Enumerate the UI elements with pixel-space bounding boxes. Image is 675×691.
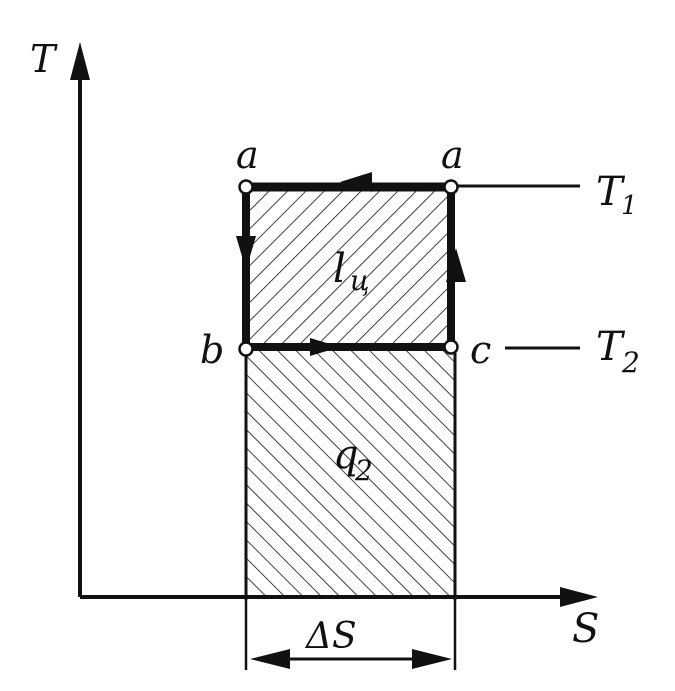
heat-subscript: 2 [354,454,373,487]
arrow-bottom-right [310,338,340,356]
t-axis [70,42,90,597]
t2-label: T [596,324,626,370]
heat-label: q [333,432,359,478]
point-a-right-label: a [441,133,464,177]
s-axis [80,587,598,607]
delta-s-arrow-right [412,649,452,669]
delta-s-arrow-left [250,649,290,669]
work-area [246,187,451,347]
point-b [238,341,254,357]
delta-s-dimension [244,600,457,670]
point-b-label: b [200,328,224,372]
work-subscript: ц [350,264,370,297]
t2-subscript: 2 [621,346,640,379]
t1-label: T [596,169,626,215]
point-a-left-label: a [236,133,259,177]
work-label: l [333,246,346,292]
arrow-top-left [340,172,372,192]
delta-s-label: ΔS [304,616,357,657]
arrow-right-up [446,248,466,282]
point-a-left [238,179,254,195]
heat-area [246,347,456,597]
point-c [443,339,459,355]
s-axis-arrowhead [560,587,598,607]
s-axis-label: S [572,606,599,652]
point-a-right [443,179,459,195]
t1-subscript: 1 [621,191,638,221]
t-axis-arrowhead [70,42,90,80]
arrow-left-down [236,236,256,270]
point-c-label: c [470,328,491,372]
t-axis-label: T [30,37,58,81]
